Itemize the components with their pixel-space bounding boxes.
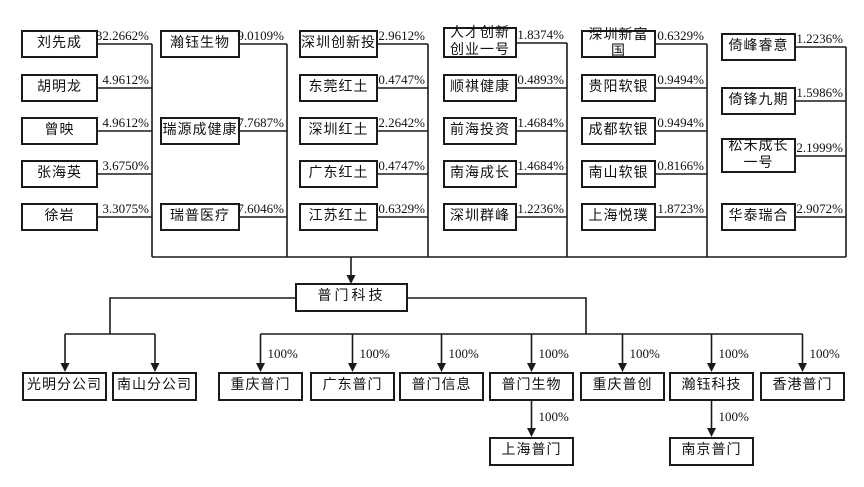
- shareholder-box: 徐岩: [21, 203, 98, 231]
- shareholder-box: 松禾成长 一号: [721, 138, 796, 173]
- ownership-percentage: 3.6750%: [102, 158, 149, 173]
- shareholder-box: 曾映: [21, 117, 98, 145]
- shareholder-box: 深圳新富国: [581, 28, 656, 59]
- ownership-percentage: 100%: [538, 346, 569, 361]
- ownership-percentage: 1.2236%: [796, 31, 843, 46]
- ownership-percentage: 100%: [359, 346, 390, 361]
- arrowhead-down-icon: [527, 428, 536, 437]
- shareholder-box: 张海英: [21, 160, 98, 188]
- company-box: 普门科技: [295, 283, 408, 312]
- second-level-subsidiary-box: 南京普门: [669, 437, 754, 466]
- shareholder-box: 倚锋九期: [721, 87, 796, 115]
- arrowhead-down-icon: [150, 363, 160, 372]
- ownership-percentage: 1.8374%: [517, 27, 564, 42]
- ownership-percentage: 1.8723%: [657, 201, 704, 216]
- ownership-percentage: 1.4684%: [517, 158, 564, 173]
- shareholder-box: 前海投资: [443, 117, 517, 145]
- arrowhead-down-icon: [348, 363, 357, 372]
- connector-line: [109, 297, 295, 334]
- ownership-percentage: 1.5986%: [796, 85, 843, 100]
- arrowhead-down-icon: [346, 275, 356, 284]
- shareholder-box: 广东红土: [299, 160, 378, 188]
- ownership-percentage: 32.2662%: [95, 28, 149, 43]
- arrowhead-down-icon: [707, 428, 716, 437]
- ownership-percentage: 0.4893%: [517, 72, 564, 87]
- subsidiary-box: 重庆普门: [218, 372, 303, 401]
- ownership-percentage: 0.8166%: [657, 158, 704, 173]
- subsidiary-box: 普门信息: [399, 372, 484, 401]
- shareholder-box: 胡明龙: [21, 74, 98, 102]
- ownership-percentage: 0.6329%: [657, 28, 704, 43]
- second-level-subsidiary-box: 上海普门: [489, 437, 574, 466]
- arrowhead-down-icon: [707, 363, 716, 372]
- shareholder-box: 深圳群峰: [443, 203, 517, 231]
- ownership-percentage: 2.9612%: [378, 28, 425, 43]
- subsidiary-box: 重庆普创: [580, 372, 665, 401]
- arrowhead-down-icon: [256, 363, 265, 372]
- connector-line: [408, 297, 587, 334]
- shareholder-box: 东莞红土: [299, 74, 378, 102]
- ownership-percentage: 100%: [538, 409, 569, 424]
- shareholder-box: 深圳红土: [299, 117, 378, 145]
- shareholder-box: 上海悦璞: [581, 203, 656, 231]
- ownership-percentage: 2.2642%: [378, 115, 425, 130]
- arrowhead-down-icon: [798, 363, 807, 372]
- arrowhead-down-icon: [437, 363, 446, 372]
- ownership-percentage: 0.4747%: [378, 72, 425, 87]
- subsidiary-box: 广东普门: [310, 372, 395, 401]
- shareholder-box: 华泰瑞合: [721, 203, 796, 231]
- shareholder-box: 贵阳软银: [581, 74, 656, 102]
- ownership-percentage: 4.9612%: [102, 115, 149, 130]
- ownership-percentage: 7.7687%: [237, 115, 284, 130]
- ownership-percentage: 2.1999%: [796, 140, 843, 155]
- arrowhead-down-icon: [527, 363, 536, 372]
- subsidiary-box: 香港普门: [760, 372, 845, 401]
- ownership-percentage: 0.9494%: [657, 115, 704, 130]
- shareholder-box: 瀚钰生物: [160, 30, 240, 58]
- ownership-percentage: 0.9494%: [657, 72, 704, 87]
- shareholder-box: 倚峰睿意: [721, 33, 796, 61]
- ownership-percentage: 3.3075%: [102, 201, 149, 216]
- shareholder-box: 顺祺健康: [443, 74, 517, 102]
- shareholder-box: 南海成长: [443, 160, 517, 188]
- arrowhead-down-icon: [60, 363, 70, 372]
- subsidiary-box: 普门生物: [489, 372, 574, 401]
- ownership-percentage: 100%: [629, 346, 660, 361]
- branch-box: 光明分公司: [22, 372, 107, 401]
- ownership-percentage: 4.9612%: [102, 72, 149, 87]
- shareholder-box: 深圳创新投: [299, 30, 378, 58]
- shareholder-box: 人才创新 创业一号: [443, 26, 517, 58]
- ownership-percentage: 0.6329%: [378, 201, 425, 216]
- shareholder-box: 瑞普医疗: [160, 203, 240, 231]
- ownership-percentage: 1.4684%: [517, 115, 564, 130]
- shareholder-box: 成都软银: [581, 117, 656, 145]
- shareholder-box: 江苏红土: [299, 203, 378, 231]
- ownership-percentage: 9.0109%: [237, 28, 284, 43]
- ownership-percentage: 100%: [718, 346, 749, 361]
- ownership-percentage: 100%: [718, 409, 749, 424]
- shareholder-box: 南山软银: [581, 160, 656, 188]
- shareholder-box: 刘先成: [21, 30, 98, 58]
- ownership-percentage: 100%: [448, 346, 479, 361]
- subsidiary-box: 瀚钰科技: [669, 372, 754, 401]
- ownership-percentage: 100%: [809, 346, 840, 361]
- ownership-percentage: 0.4747%: [378, 158, 425, 173]
- arrowhead-down-icon: [618, 363, 627, 372]
- ownership-percentage: 7.6046%: [237, 201, 284, 216]
- branch-box: 南山分公司: [112, 372, 197, 401]
- shareholder-box: 瑞源成健康: [160, 117, 240, 145]
- ownership-percentage: 2.9072%: [796, 201, 843, 216]
- ownership-percentage: 100%: [267, 346, 298, 361]
- ownership-percentage: 1.2236%: [517, 201, 564, 216]
